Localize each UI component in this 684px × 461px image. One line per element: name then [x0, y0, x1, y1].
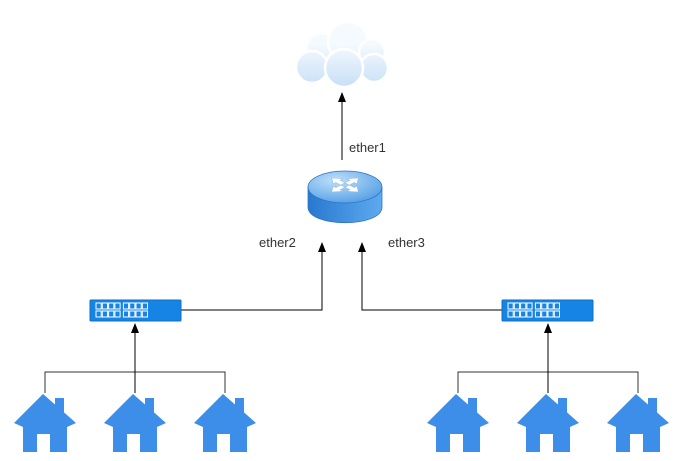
house-icon: [194, 394, 256, 452]
label-ether3: ether3: [388, 235, 425, 250]
label-ether1: ether1: [349, 140, 386, 155]
house-icon: [427, 394, 489, 452]
switch-left-icon: [89, 299, 182, 322]
house-icon: [14, 394, 76, 452]
switch-right-icon: [501, 299, 594, 322]
house-icon: [607, 394, 669, 452]
edge-switch-right-to-router: [358, 242, 502, 311]
cloud-icon: [294, 20, 390, 89]
label-ether2: ether2: [259, 235, 296, 250]
house-icon: [517, 394, 579, 452]
edge-switch-left-to-router: [181, 242, 326, 311]
house-icon: [104, 394, 166, 452]
router-arrows-icon: [331, 177, 359, 193]
router-icon: [307, 170, 383, 223]
